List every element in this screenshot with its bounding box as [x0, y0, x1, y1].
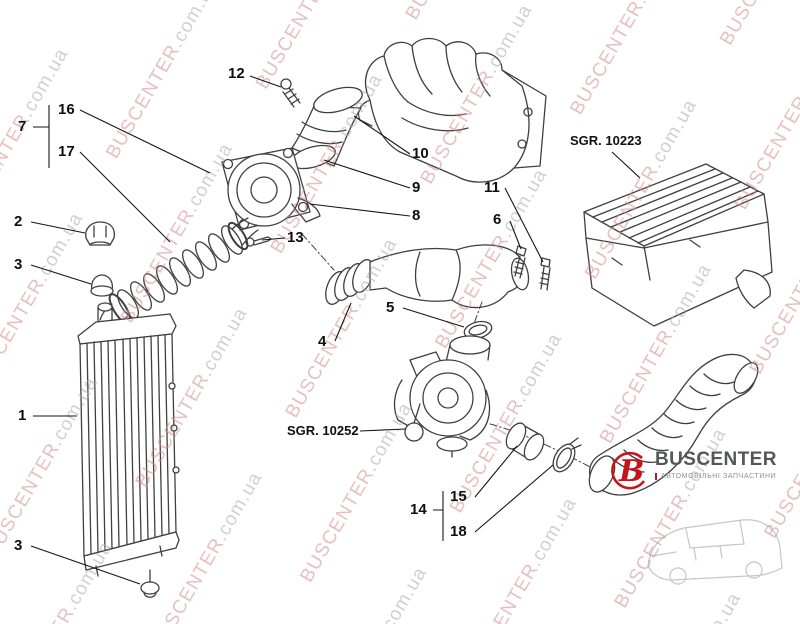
logo-tagline: АВТОМОБІЛЬНІ ЗАПЧАСТИНИ	[655, 472, 777, 480]
air-intake-hose-art	[588, 353, 759, 496]
svg-text:BUSCENTER.com.ua: BUSCENTER.com.ua	[566, 0, 686, 118]
callout-12: 12	[228, 65, 245, 82]
callout-16: 16	[58, 101, 75, 118]
buscenter-logo: B BUSCENTER АВТОМОБІЛЬНІ ЗАПЧАСТИНИ	[606, 449, 777, 494]
svg-text:BUSCENTER.com.ua: BUSCENTER.com.ua	[461, 494, 581, 624]
callout-10: 10	[412, 145, 429, 162]
van-sketch-art	[647, 519, 783, 585]
throttle-body-art	[221, 147, 321, 231]
svg-text:BUSCENTER.com.ua: BUSCENTER.com.ua	[252, 0, 372, 93]
drain-plug-art	[140, 569, 160, 598]
leader-2	[30, 221, 86, 234]
ref-label-sgr-10223: SGR. 10223	[570, 133, 642, 148]
callout-7: 7	[18, 118, 27, 135]
leader-4	[334, 302, 352, 342]
leader-18	[474, 464, 554, 533]
callout-4: 4	[318, 333, 327, 350]
callout-2: 2	[14, 213, 23, 230]
leader-3-lower	[30, 545, 141, 585]
leader-bracket-14	[433, 491, 444, 541]
callout-17: 17	[58, 143, 75, 160]
leader-9	[323, 159, 411, 189]
callout-5: 5	[386, 299, 395, 316]
logo-mark-letter: B	[618, 454, 644, 489]
callout-3-lower: 3	[14, 537, 23, 554]
svg-text:BUSCENTER.com.ua: BUSCENTER.com.ua	[731, 26, 800, 213]
leader-sgr-10223	[611, 151, 641, 179]
callout-18: 18	[450, 523, 467, 540]
svg-text:BUSCENTER.com.ua: BUSCENTER.com.ua	[0, 209, 87, 396]
callout-8: 8	[412, 207, 421, 224]
intake-manifold-art	[357, 37, 547, 183]
svg-text:BUSCENTER.com.ua: BUSCENTER.com.ua	[102, 0, 222, 162]
callout-13: 13	[287, 229, 304, 246]
svg-text:BUSCENTER.com.ua: BUSCENTER.com.ua	[0, 44, 73, 231]
leader-8	[309, 203, 411, 217]
parts-artwork	[77, 37, 783, 598]
callout-15: 15	[450, 488, 467, 505]
svg-text:BUSCENTER.com.ua: BUSCENTER.com.ua	[402, 0, 522, 23]
leader-11	[504, 187, 544, 263]
svg-text:BUSCENTER.com.ua: BUSCENTER.com.ua	[311, 563, 431, 624]
rubber-mount-2-art	[85, 221, 116, 246]
leader-sgr-10252	[359, 428, 407, 432]
bolt-6-art	[513, 245, 527, 279]
leader-10	[353, 115, 411, 155]
leader-6	[509, 220, 522, 250]
leader-lines	[30, 75, 641, 585]
air-filter-box-art	[583, 163, 773, 327]
leader-bracket-7	[33, 105, 50, 168]
leader-17	[79, 151, 171, 243]
bolt-12-art	[280, 78, 301, 108]
buscenter-logo-mark-icon: B	[611, 451, 646, 490]
callout-9: 9	[412, 179, 421, 196]
coupler-hose-art	[505, 422, 545, 461]
clamp-art	[552, 437, 582, 473]
callout-11: 11	[484, 179, 500, 196]
leader-5	[402, 307, 465, 328]
callout-6: 6	[493, 211, 502, 228]
bolt-11-art	[539, 257, 551, 291]
svg-text:BUSCENTER.com.ua: BUSCENTER.com.ua	[625, 589, 745, 624]
leader-16	[79, 109, 211, 174]
callout-14: 14	[410, 501, 427, 518]
svg-text:BUSCENTER.com.ua: BUSCENTER.com.ua	[716, 0, 800, 49]
svg-text:BUSCENTER.com.ua: BUSCENTER.com.ua	[282, 234, 402, 421]
intercooler-hose-art	[99, 217, 259, 335]
leader-3-upper	[30, 264, 92, 285]
leader-15	[474, 445, 518, 498]
leader-13	[261, 237, 286, 241]
callout-1: 1	[18, 407, 27, 424]
svg-text:BUSCENTER.com.ua: BUSCENTER.com.ua	[117, 139, 237, 326]
air-sensor-duct-art	[290, 86, 363, 170]
callout-3-upper: 3	[14, 256, 23, 273]
leader-12	[249, 75, 282, 88]
intake-duct-art	[325, 244, 530, 309]
turbocharger-art	[393, 335, 491, 458]
intercooler-art	[77, 302, 180, 577]
rubber-mount-3-art	[90, 274, 114, 297]
ref-label-sgr-10252: SGR. 10252	[287, 423, 359, 438]
logo-wordmark: BUSCENTER	[655, 449, 777, 470]
